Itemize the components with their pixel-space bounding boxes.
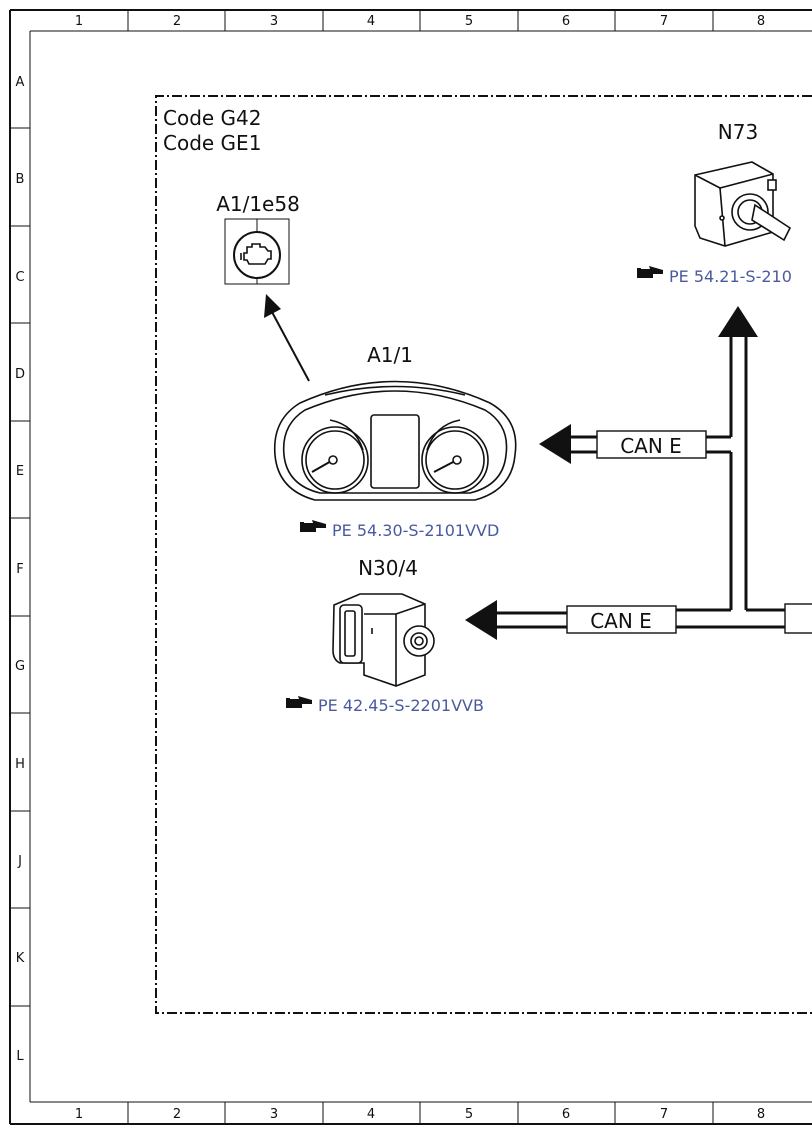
- component-label-n73: N73: [718, 120, 758, 144]
- code-label-g42: Code G42: [163, 106, 262, 130]
- column-number: 4: [367, 1107, 375, 1122]
- column-number: 8: [757, 14, 765, 29]
- column-number: 6: [562, 14, 570, 29]
- column-number: 7: [660, 14, 668, 29]
- reference-n30-4[interactable]: PE 42.45-S-2201VVB: [286, 696, 484, 715]
- row-letter: G: [15, 659, 25, 674]
- drawing-frame: [9, 9, 812, 1125]
- column-number: 2: [173, 1107, 181, 1122]
- column-number: 1: [75, 1107, 83, 1122]
- column-number: 5: [465, 14, 473, 29]
- column-ticks: [127, 10, 714, 1124]
- can-e-text-upper: CAN E: [620, 434, 682, 458]
- row-letter: J: [17, 854, 22, 869]
- column-number: 8: [757, 1107, 765, 1122]
- arrow-to-n73: [718, 306, 758, 337]
- pointing-hand-icon: [286, 696, 312, 708]
- row-letter: E: [16, 464, 24, 479]
- reference-a1-1[interactable]: PE 54.30-S-2101VVD: [300, 520, 499, 540]
- column-number: 3: [270, 1107, 278, 1122]
- code-label-ge1: Code GE1: [163, 131, 261, 155]
- row-letter: A: [16, 75, 25, 90]
- row-letter: K: [16, 951, 25, 966]
- ignition-switch-icon: [694, 161, 792, 247]
- column-number: 6: [562, 1107, 570, 1122]
- pointing-hand-icon: [637, 266, 663, 278]
- row-letters: A B C D E F G H J K L: [15, 75, 25, 1064]
- column-number: 1: [75, 14, 83, 29]
- can-e-label-lower: CAN E: [566, 605, 677, 634]
- reference-link-n30-4[interactable]: PE 42.45-S-2201VVB: [318, 696, 484, 715]
- arrow-to-a1-1: [539, 424, 571, 464]
- engine-check-warning-icon: [224, 218, 290, 285]
- column-number: 3: [270, 14, 278, 29]
- can-bus-wiring: [495, 335, 785, 629]
- instrument-cluster-icon: [273, 380, 517, 501]
- row-letter: H: [15, 757, 25, 772]
- row-ticks: [10, 127, 30, 1007]
- can-e-label-upper: CAN E: [596, 430, 707, 459]
- esp-control-unit-icon: [332, 593, 435, 687]
- row-letter: C: [15, 270, 24, 285]
- row-letter: B: [16, 172, 25, 187]
- row-letter: D: [15, 367, 25, 382]
- reference-link-n73[interactable]: PE 54.21-S-210: [669, 267, 792, 286]
- can-e-text-lower: CAN E: [590, 609, 652, 633]
- signal-arrow-a1-to-lamp: [264, 294, 310, 382]
- reference-n73[interactable]: PE 54.21-S-210: [637, 266, 792, 286]
- row-letter: F: [16, 562, 23, 577]
- column-numbers-bottom: 1 2 3 4 5 6 7 8: [75, 1107, 765, 1122]
- component-label-a1-1e58: A1/1e58: [216, 192, 300, 216]
- column-number: 5: [465, 1107, 473, 1122]
- column-number: 2: [173, 14, 181, 29]
- column-numbers-top: 1 2 3 4 5 6 7 8: [75, 14, 765, 29]
- component-label-a1-1: A1/1: [367, 343, 413, 367]
- column-number: 4: [367, 14, 375, 29]
- component-label-n30-4: N30/4: [358, 556, 418, 580]
- arrow-to-n30-4: [465, 600, 497, 640]
- pointing-hand-icon: [300, 520, 326, 532]
- row-letter: L: [16, 1049, 24, 1064]
- connector-box-cutoff: [784, 603, 812, 634]
- reference-link-a1-1[interactable]: PE 54.30-S-2101VVD: [332, 521, 499, 540]
- column-number: 7: [660, 1107, 668, 1122]
- code-boundary: [155, 95, 812, 1014]
